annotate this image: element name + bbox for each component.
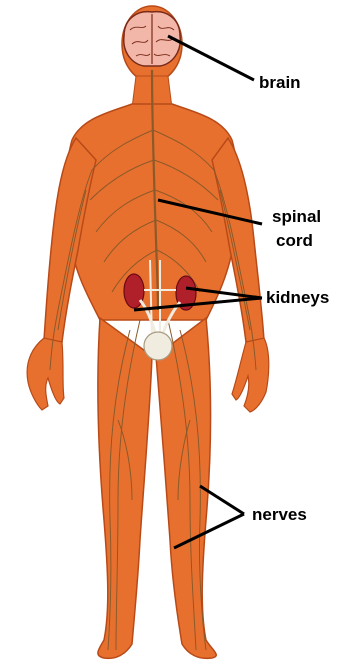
spinal-cord-label-line1: spinal bbox=[272, 207, 321, 226]
left-leg bbox=[98, 318, 152, 658]
left-hand bbox=[27, 338, 64, 410]
right-leg bbox=[156, 318, 216, 658]
right-hand bbox=[232, 338, 269, 412]
bladder bbox=[144, 332, 172, 360]
brain-label: brain bbox=[259, 73, 301, 92]
kidneys-label: kidneys bbox=[266, 288, 329, 307]
body-silhouette bbox=[27, 6, 269, 658]
brain-leader-line bbox=[168, 36, 254, 80]
spinal-cord-label-line2: cord bbox=[276, 231, 313, 250]
nerves-label: nerves bbox=[252, 505, 307, 524]
